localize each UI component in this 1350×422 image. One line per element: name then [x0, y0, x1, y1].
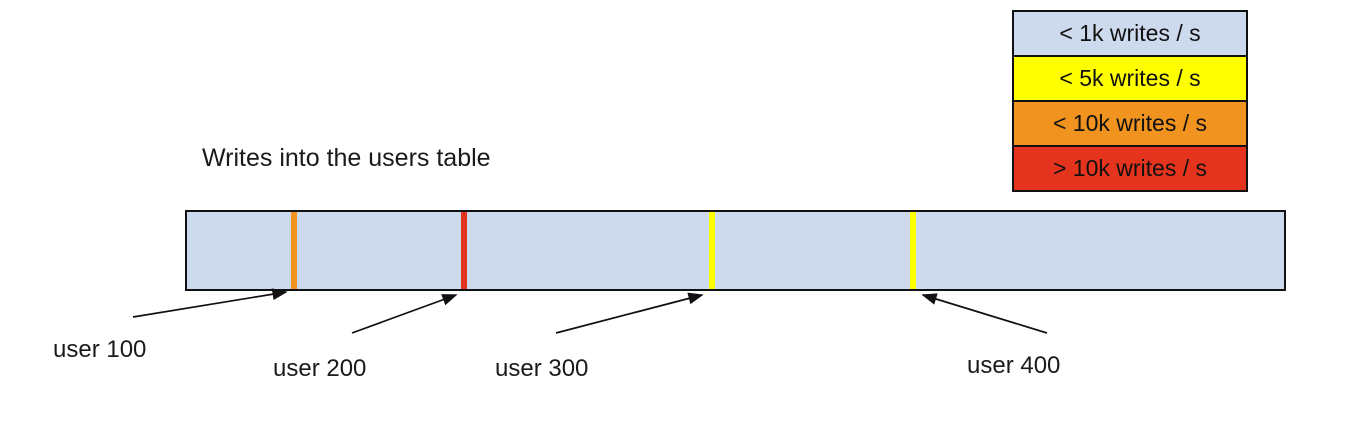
write-hotspot-user-100: [291, 212, 297, 289]
users-table-bar: [185, 210, 1286, 291]
write-hotspot-user-200: [461, 212, 467, 289]
write-hotspot-user-400: [910, 212, 916, 289]
user-100-label: user 100: [53, 336, 147, 363]
arrow-user-100: [132, 288, 288, 318]
arrow-user-300: [555, 292, 704, 334]
legend-item-lt-10k: < 10k writes / s: [1014, 102, 1246, 147]
user-400-label: user 400: [967, 352, 1061, 379]
legend-item-gt-10k: > 10k writes / s: [1014, 147, 1246, 190]
legend-item-lt-1k: < 1k writes / s: [1014, 12, 1246, 57]
arrow-user-400: [921, 293, 1048, 334]
write-hotspot-user-300: [709, 212, 715, 289]
legend-item-lt-5k: < 5k writes / s: [1014, 57, 1246, 102]
arrow-user-200: [351, 294, 458, 334]
user-300-label: user 300: [495, 355, 589, 382]
user-200-label: user 200: [273, 355, 367, 382]
legend: < 1k writes / s < 5k writes / s < 10k wr…: [1012, 10, 1248, 192]
diagram-title: Writes into the users table: [202, 144, 491, 172]
